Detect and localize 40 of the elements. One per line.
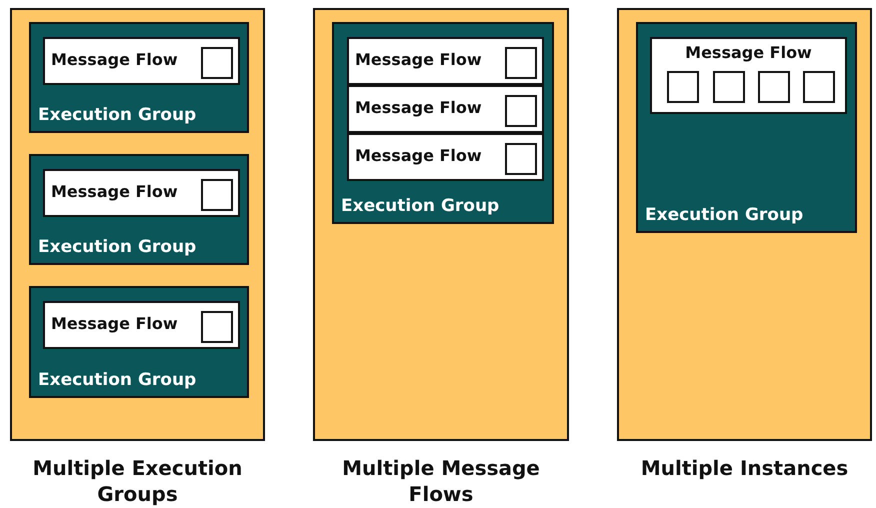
group-label: Execution Group: [645, 205, 804, 225]
execution-group-box: [29, 22, 249, 133]
instance-square: [667, 71, 699, 103]
message-flow-box: [43, 37, 240, 85]
instance-square: [713, 71, 745, 103]
instance-square: [803, 71, 835, 103]
group-label: Execution Group: [341, 196, 500, 216]
instance-square: [505, 95, 537, 127]
instance-square: [201, 179, 233, 211]
panel-box: [10, 8, 265, 441]
message-flow-box: [43, 301, 240, 349]
instance-square: [201, 47, 233, 79]
panel-box: [617, 8, 872, 441]
message-flow-box: [43, 169, 240, 217]
execution-group-box: [332, 22, 554, 224]
instance-square: [758, 71, 790, 103]
execution-group-box: [29, 154, 249, 265]
execution-group-box: [636, 22, 857, 233]
flow-label: Message Flow: [355, 50, 482, 69]
instance-square: [505, 47, 537, 79]
panel-caption: Multiple Execution Groups: [32, 455, 244, 507]
group-label: Execution Group: [38, 105, 196, 125]
message-flow-box: [347, 37, 544, 85]
execution-group-box: [29, 286, 249, 398]
flow-label: Message Flow: [355, 146, 482, 165]
instance-square: [201, 311, 233, 343]
message-flow-box: [347, 85, 544, 133]
group-label: Execution Group: [38, 370, 196, 390]
panel-caption: Multiple Message Flows: [341, 455, 541, 507]
flow-label: Message Flow: [51, 50, 178, 69]
panel-caption: Multiple Instances: [640, 455, 850, 481]
group-label: Execution Group: [38, 237, 196, 257]
instance-square: [505, 143, 537, 175]
panel-box: [313, 8, 569, 441]
flow-label: Message Flow: [51, 182, 178, 201]
flow-label: Message Flow: [684, 43, 813, 62]
flow-label: Message Flow: [51, 314, 178, 333]
flow-label: Message Flow: [355, 98, 482, 117]
message-flow-box: [347, 133, 544, 181]
message-flow-box: [650, 37, 847, 114]
